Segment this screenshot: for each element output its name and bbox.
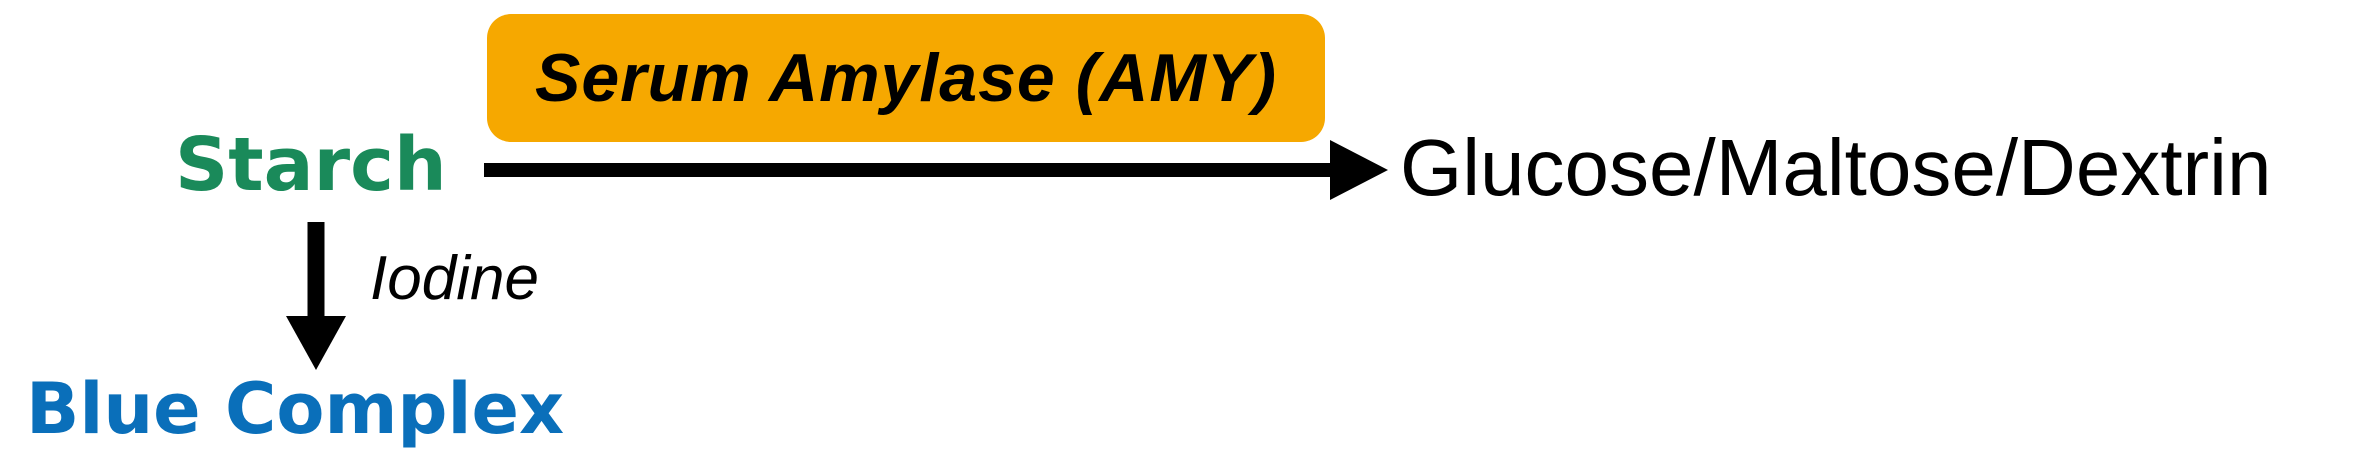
enzyme-label: Serum Amylase (AMY) [534, 40, 1278, 116]
products-label: Glucose/Maltose/Dextrin [1400, 123, 2272, 212]
complex-label: Blue Complex [26, 368, 565, 450]
iodine-arrow [286, 222, 346, 370]
hydrolysis-arrow [484, 140, 1388, 200]
enzyme-box: Serum Amylase (AMY) [487, 14, 1325, 142]
iodine-arrow-head [286, 316, 346, 370]
reagent-label: Iodine [370, 244, 539, 313]
substrate-label: Starch [175, 122, 447, 208]
hydrolysis-arrow-head [1330, 140, 1388, 200]
